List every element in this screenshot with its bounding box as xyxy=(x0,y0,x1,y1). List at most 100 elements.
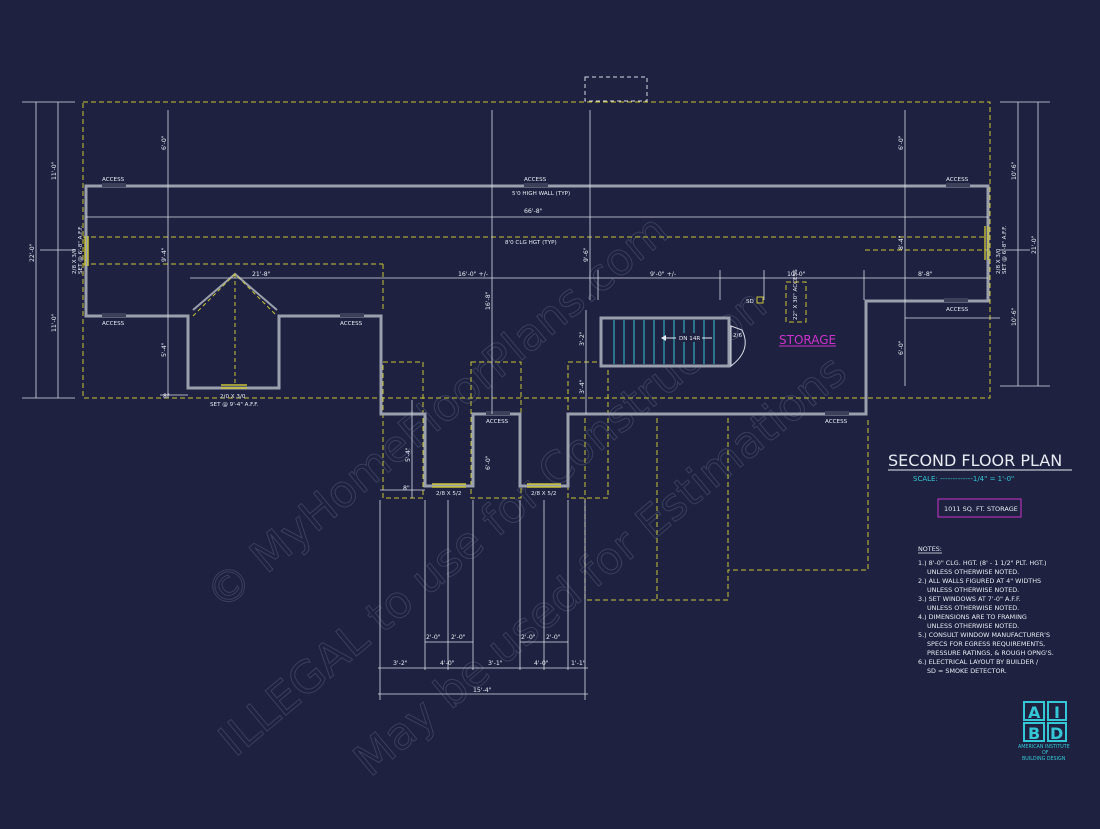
svg-text:3'-1": 3'-1" xyxy=(488,660,503,667)
note-line: 1.) 8'-0" CLG. HGT. (8' - 1 1/2" PLT. HG… xyxy=(918,559,1047,567)
svg-text:ACCESS: ACCESS xyxy=(340,321,363,327)
windows xyxy=(84,226,989,488)
logo-text-3: BUILDING DESIGN xyxy=(1022,756,1066,762)
svg-text:16'-0" +/-: 16'-0" +/- xyxy=(458,271,488,278)
access-panels xyxy=(102,183,970,415)
note-line: SD = SMOKE DETECTOR. xyxy=(927,667,1007,675)
svg-text:6'-0": 6'-0" xyxy=(898,340,905,355)
attic-access-hatch-label: 22" X 30" ACCESS xyxy=(793,269,799,320)
svg-text:ACCESS: ACCESS xyxy=(102,321,125,327)
svg-text:1'-1": 1'-1" xyxy=(571,660,586,667)
svg-text:3'-2": 3'-2" xyxy=(579,331,586,346)
storage-area-box xyxy=(937,498,1022,518)
svg-text:ACCESS: ACCESS xyxy=(946,307,969,313)
svg-text:2'-0": 2'-0" xyxy=(521,634,536,641)
logo-letter-i: I xyxy=(1054,703,1060,722)
dimension-labels: 66'-8" 16'-0" +/- 9'-0" +/- 10'-0" 8'-8"… xyxy=(29,135,1038,694)
svg-text:2'-0": 2'-0" xyxy=(546,634,561,641)
high-wall-note: 5'0 HIGH WALL (TYP) xyxy=(512,191,570,197)
aibd-logo: A I B D AMERICAN INSTITUTE OF BUILDING D… xyxy=(1018,701,1070,762)
note-line: UNLESS OTHERWISE NOTED. xyxy=(927,622,1019,630)
dimension-lines xyxy=(22,101,1050,700)
svg-text:6'-0": 6'-0" xyxy=(485,455,492,470)
notes-title: NOTES: xyxy=(918,545,942,553)
room-label-storage: STORAGE xyxy=(779,333,836,347)
stairwell: DN 14R 2/6 xyxy=(599,316,746,368)
note-line: 5.) CONSULT WINDOW MANUFACTURER'S xyxy=(918,631,1050,639)
svg-text:ACCESS: ACCESS xyxy=(825,419,848,425)
logo-letter-b: B xyxy=(1028,724,1040,743)
svg-text:2/8 X 3/0: 2/8 X 3/0 xyxy=(72,248,78,274)
svg-text:11'-0": 11'-0" xyxy=(51,161,58,180)
svg-text:SET @ 6'-8" A.F.F.: SET @ 6'-8" A.F.F. xyxy=(78,225,84,274)
svg-text:10'-0": 10'-0" xyxy=(787,271,806,278)
svg-text:10'-6": 10'-6" xyxy=(1011,161,1018,180)
note-line: 4.) DIMENSIONS ARE TO FRAMING xyxy=(918,613,1027,621)
note-line: 6.) ELECTRICAL LAYOUT BY BUILDER / xyxy=(918,658,1039,666)
svg-text:2/8 X 3/0: 2/8 X 3/0 xyxy=(996,248,1002,274)
svg-text:21'-0": 21'-0" xyxy=(1031,235,1038,254)
svg-text:10'-6": 10'-6" xyxy=(1011,307,1018,326)
logo-text-1: AMERICAN INSTITUTE xyxy=(1018,744,1070,750)
smoke-detector-label: SD xyxy=(746,299,754,305)
svg-text:21'-8": 21'-8" xyxy=(252,271,271,278)
svg-text:3'-2": 3'-2" xyxy=(393,660,408,667)
svg-text:8": 8" xyxy=(163,393,170,400)
svg-text:8": 8" xyxy=(403,485,410,492)
svg-text:15'-4": 15'-4" xyxy=(473,687,492,694)
attic-door-swing xyxy=(730,325,746,368)
svg-text:5'-4": 5'-4" xyxy=(161,342,168,357)
notes-block: NOTES: 1.) 8'-0" CLG. HGT. (8' - 1 1/2" … xyxy=(918,545,1054,675)
note-line: 3.) SET WINDOWS AT 7'-0" A.F.F. xyxy=(918,595,1021,603)
door-label: 2/6 xyxy=(733,333,742,339)
svg-text:ACCESS: ACCESS xyxy=(524,177,547,183)
svg-text:2/0 X 3/0: 2/0 X 3/0 xyxy=(220,394,246,400)
svg-text:8'-8": 8'-8" xyxy=(918,271,933,278)
svg-text:4'-0": 4'-0" xyxy=(534,660,549,667)
svg-text:ACCESS: ACCESS xyxy=(486,419,509,425)
logo-letter-a: A xyxy=(1028,703,1041,722)
svg-text:22'-0": 22'-0" xyxy=(29,243,36,262)
smoke-detector-icon xyxy=(756,296,764,304)
svg-text:ACCESS: ACCESS xyxy=(102,177,125,183)
svg-text:9'-6": 9'-6" xyxy=(583,247,590,262)
ceiling-height-note: 8'0 CLG HGT (TYP) xyxy=(505,240,557,246)
svg-text:2'-0": 2'-0" xyxy=(426,634,441,641)
dormer-ridge xyxy=(192,273,278,386)
svg-text:3'-4": 3'-4" xyxy=(579,379,586,394)
svg-text:2/8 X 5/2: 2/8 X 5/2 xyxy=(436,491,461,497)
logo-text-2: OF xyxy=(1042,750,1049,756)
svg-text:4'-0": 4'-0" xyxy=(440,660,455,667)
note-line: UNLESS OTHERWISE NOTED. xyxy=(927,604,1019,612)
svg-text:ACCESS: ACCESS xyxy=(946,177,969,183)
exterior-walls xyxy=(84,184,990,488)
svg-text:2/8 X 5/2: 2/8 X 5/2 xyxy=(531,491,556,497)
svg-text:5'-4": 5'-4" xyxy=(405,447,412,462)
logo-letter-d: D xyxy=(1050,724,1063,743)
access-labels: ACCESS ACCESS ACCESS ACCESS ACCESS ACCES… xyxy=(102,177,969,425)
svg-text:6'-0": 6'-0" xyxy=(898,135,905,150)
window-labels: 2/0 X 3/0 SET @ 9'-4" A.F.F. 2/8 X 3/0 S… xyxy=(72,225,1008,497)
svg-text:9'-0" +/-: 9'-0" +/- xyxy=(650,271,676,278)
note-line: UNLESS OTHERWISE NOTED. xyxy=(927,568,1019,576)
stair-label: DN 14R xyxy=(679,336,700,342)
plan-title: SECOND FLOOR PLAN xyxy=(888,451,1062,470)
watermark-layer: © MyHomeFloorPlans.com ILLEGAL to use fo… xyxy=(196,204,857,787)
svg-text:6'-0": 6'-0" xyxy=(161,135,168,150)
storage-area-label: 1011 SQ. FT. STORAGE xyxy=(944,505,1018,513)
svg-text:11'-0": 11'-0" xyxy=(51,313,58,332)
svg-text:66'-8": 66'-8" xyxy=(524,208,543,215)
note-line: 2.) ALL WALLS FIGURED AT 4" WIDTHS xyxy=(918,577,1041,585)
note-line: PRESSURE RATINGS, & ROUGH OPNG'S. xyxy=(927,649,1054,657)
note-line: UNLESS OTHERWISE NOTED. xyxy=(927,586,1019,594)
svg-text:2'-0": 2'-0" xyxy=(451,634,466,641)
svg-text:SET @ 6'-8" A.F.F.: SET @ 6'-8" A.F.F. xyxy=(1002,225,1008,274)
plan-scale: SCALE: -------------1/4" = 1'-0" xyxy=(913,475,1014,483)
svg-text:9'-4": 9'-4" xyxy=(161,247,168,262)
note-line: SPECS FOR EGRESS REQUIREMENTS, xyxy=(927,640,1045,648)
svg-text:16'-8": 16'-8" xyxy=(485,291,492,310)
svg-text:SET @ 9'-4" A.F.F.: SET @ 9'-4" A.F.F. xyxy=(210,402,259,408)
svg-text:8'-4": 8'-4" xyxy=(898,235,905,250)
